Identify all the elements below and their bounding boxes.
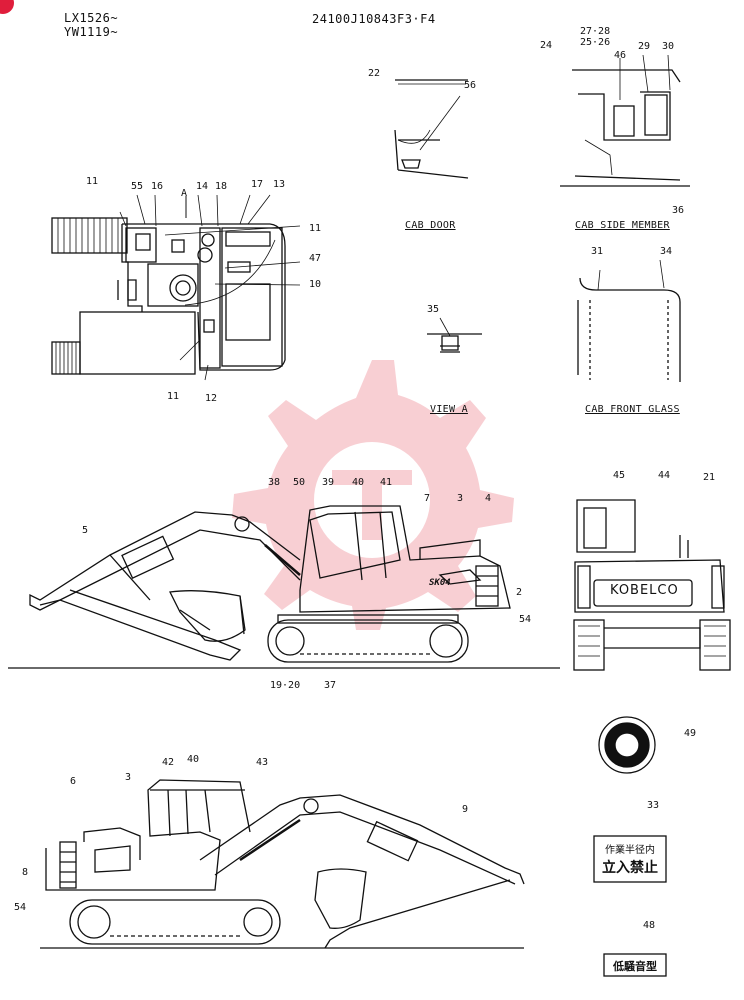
callout: 11 — [167, 391, 180, 402]
callout: 30 — [662, 41, 675, 52]
caption-view-a: VIEW A — [430, 404, 468, 415]
callout: 14 — [196, 181, 209, 192]
callout: 3 — [457, 493, 464, 504]
callout: 50 — [293, 477, 306, 488]
callout: 21 — [703, 472, 716, 483]
callout: 39 — [322, 477, 335, 488]
callout: 29 — [638, 41, 651, 52]
decal-33-line1: 作業半径内 — [605, 845, 655, 856]
serial-range-1: LX1526~ — [64, 11, 119, 25]
callout: 9 — [462, 804, 469, 815]
side-view-excavator — [8, 505, 560, 669]
callout: 6 — [70, 776, 77, 787]
cab-door-detail — [394, 79, 469, 179]
callout: 17 — [251, 179, 264, 190]
callout: 8 — [22, 867, 29, 878]
callout: 46 — [614, 50, 627, 61]
callout: 44 — [658, 470, 671, 481]
callout: 41 — [380, 477, 393, 488]
callout: 22 — [368, 68, 381, 79]
callout: 55 — [131, 181, 144, 192]
corner-badge — [0, 0, 14, 14]
callout: 54 — [519, 614, 532, 625]
view-marker-a: A — [181, 188, 188, 199]
callout: 34 — [660, 246, 673, 257]
callout: 56 — [464, 80, 477, 91]
callout: 2 — [516, 587, 523, 598]
callout: 24 — [540, 40, 553, 51]
model-badge: SK04 — [429, 578, 451, 588]
callout: 27·28 — [580, 26, 611, 37]
callout: 3 — [125, 772, 132, 783]
decal-33-frame — [593, 835, 667, 883]
callout: 11 — [86, 176, 99, 187]
callout: 54 — [14, 902, 27, 913]
callout: 13 — [273, 179, 286, 190]
callout: 18 — [215, 181, 228, 192]
callout: 37 — [324, 680, 337, 691]
rear-view-excavator — [573, 499, 731, 671]
callout: 35 — [427, 304, 440, 315]
callout: 43 — [256, 757, 269, 768]
callout: 19·20 — [270, 680, 301, 691]
callout: 40 — [352, 477, 365, 488]
callout: 47 — [309, 253, 322, 264]
caption-cab-front-glass: CAB FRONT GLASS — [585, 404, 680, 415]
callout: 10 — [309, 279, 322, 290]
view-a-detail — [427, 317, 482, 353]
callout: 45 — [613, 470, 626, 481]
callout: 16 — [151, 181, 164, 192]
decal-49-round — [598, 716, 656, 774]
callout: 25·26 — [580, 37, 611, 48]
decal-48-label: 低騒音型 — [613, 960, 657, 973]
callout: 31 — [591, 246, 604, 257]
callout: 36 — [672, 205, 685, 216]
caption-cab-door: CAB DOOR — [405, 220, 456, 231]
decal-48-frame — [603, 953, 667, 977]
callout: 38 — [268, 477, 281, 488]
callout: 11 — [309, 223, 322, 234]
caption-cab-side-member: CAB SIDE MEMBER — [575, 220, 670, 231]
callout: 33 — [647, 800, 660, 811]
side-view-excavator-left — [40, 779, 525, 949]
callout: 12 — [205, 393, 218, 404]
cab-side-member-detail — [560, 54, 690, 187]
callout: 7 — [424, 493, 431, 504]
cab-front-glass-detail — [577, 259, 681, 382]
top-plan-view — [51, 194, 301, 381]
callout: 49 — [684, 728, 697, 739]
rear-brand-logo: KOBELCO — [610, 583, 679, 598]
callout: 40 — [187, 754, 200, 765]
callout: 42 — [162, 757, 175, 768]
callout: 4 — [485, 493, 492, 504]
callout: 48 — [643, 920, 656, 931]
serial-range-2: YW1119~ — [64, 25, 119, 39]
callout: 5 — [82, 525, 89, 536]
watermark-gear-icon — [232, 360, 514, 630]
part-number: 24100J10843F3·F4 — [312, 12, 436, 26]
decal-33-line2: 立入禁止 — [602, 860, 658, 876]
